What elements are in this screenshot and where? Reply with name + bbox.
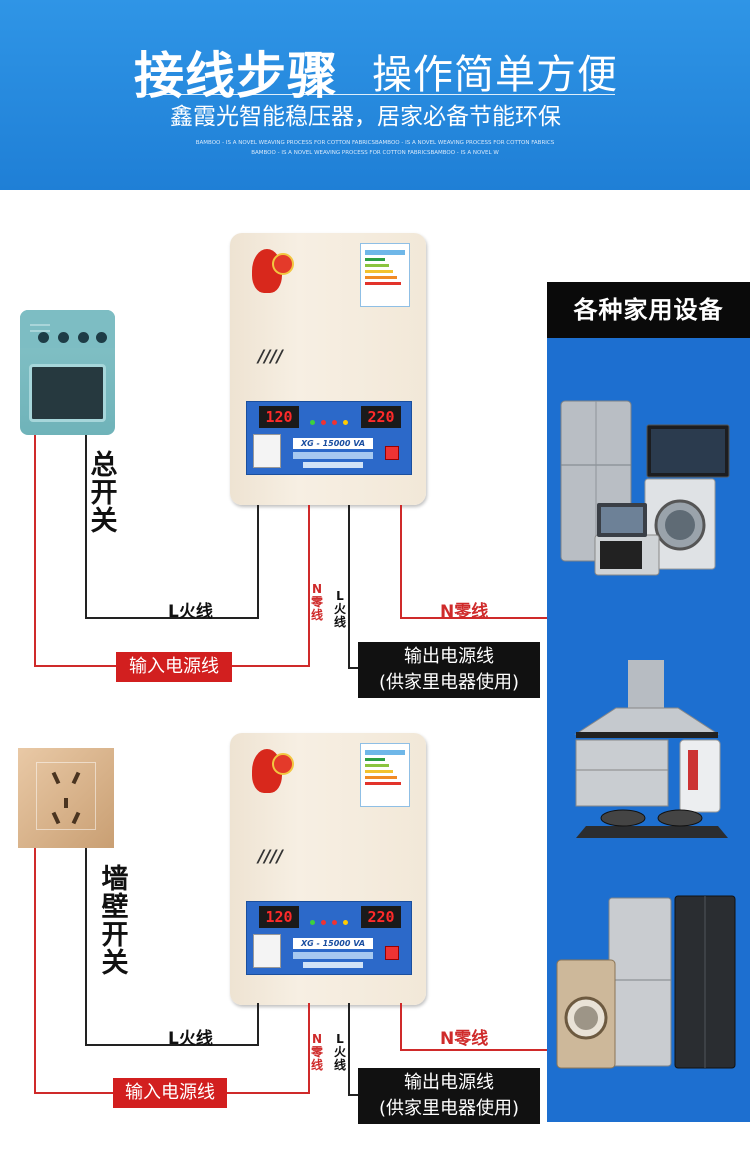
wire-neutral-in-v — [34, 435, 36, 667]
energy-label — [360, 243, 410, 307]
model-label: XG - 15000 VA — [293, 938, 373, 949]
brand-logo-icon — [248, 247, 296, 297]
wire-out-neutral-h — [400, 617, 547, 619]
energy-label — [360, 743, 410, 807]
wire-neutral-up — [308, 505, 310, 667]
wire-out-neutral-v — [400, 505, 402, 619]
appliances-image-laundry — [553, 890, 743, 1090]
wire-live-in-v — [85, 848, 87, 1046]
wire-neutral-in-v — [34, 848, 36, 1094]
main-switch-label: 总开关 — [90, 450, 118, 537]
output-voltage-display: 220 — [361, 906, 401, 928]
page-subtitle: 操作简单方便 — [372, 52, 618, 98]
header-english-line-1: BAMBOO - IS A NOVEL WEAVING PROCESS FOR … — [195, 140, 555, 146]
appliances-image-kitchen — [555, 395, 740, 580]
indicator-lights — [307, 410, 355, 425]
voltage-regulator-2: //// 120 220 XG - 15000 VA — [230, 733, 426, 1005]
header-divider — [137, 94, 615, 95]
wire-live-up — [257, 1003, 259, 1046]
wire-live-up — [257, 505, 259, 619]
brand-logo-icon — [248, 747, 296, 797]
neutral-wire-label: N零线 — [440, 1029, 489, 1049]
header-tagline: 鑫霞光智能稳压器，居家必备节能环保 — [170, 104, 561, 130]
wire-live-in-h — [85, 617, 259, 619]
power-switch-icon — [385, 946, 399, 960]
header-english-line-2: BAMBOO - IS A NOVEL WEAVING PROCESS FOR … — [251, 150, 499, 156]
wire-neutral-up — [308, 1003, 310, 1094]
oven-image — [20, 310, 115, 435]
output-power-line-label: 输出电源线(供家里电器使用) — [358, 1068, 540, 1124]
input-voltage-display: 120 — [259, 406, 299, 428]
control-panel: 120 220 XG - 15000 VA — [246, 901, 412, 975]
wire-out-live-h — [348, 667, 360, 669]
vent-marks: //// — [258, 847, 283, 867]
output-voltage-display: 220 — [361, 406, 401, 428]
wall-socket-image — [18, 748, 114, 848]
vent-marks: //// — [258, 347, 283, 367]
wire-live-in-h — [85, 1044, 259, 1046]
wire-out-live-v — [348, 1003, 350, 1096]
input-voltage-display: 120 — [259, 906, 299, 928]
input-power-line-label: 输入电源线 — [113, 1078, 227, 1108]
indicator-lights — [307, 910, 355, 925]
wall-switch-label: 墙壁开关 — [101, 864, 129, 979]
meter-icon — [253, 434, 281, 468]
live-wire-label: L火线 — [168, 1029, 213, 1049]
model-label: XG - 15000 VA — [293, 438, 373, 449]
input-power-line-label: 输入电源线 — [116, 652, 232, 682]
wire-out-neutral-v — [400, 1003, 402, 1051]
meter-icon — [253, 934, 281, 968]
power-switch-icon — [385, 446, 399, 460]
control-panel: 120 220 XG - 15000 VA — [246, 401, 412, 475]
voltage-regulator-1: //// 120 220 XG - 15000 VA — [230, 233, 426, 505]
wire-out-live-h — [348, 1094, 360, 1096]
output-power-line-label: 输出电源线(供家里电器使用) — [358, 642, 540, 698]
header-banner: 接线步骤 操作简单方便 鑫霞光智能稳压器，居家必备节能环保 BAMBOO - I… — [0, 0, 750, 190]
wire-live-in-v — [85, 435, 87, 619]
wire-out-live-v — [348, 505, 350, 669]
appliances-image-range — [568, 660, 740, 840]
live-wire-label: L火线 — [168, 602, 213, 622]
appliances-heading: 各种家用设备 — [547, 282, 750, 338]
wire-out-neutral-h — [400, 1049, 547, 1051]
neutral-wire-label: N零线 — [440, 602, 489, 622]
page-title: 接线步骤 — [134, 47, 338, 105]
